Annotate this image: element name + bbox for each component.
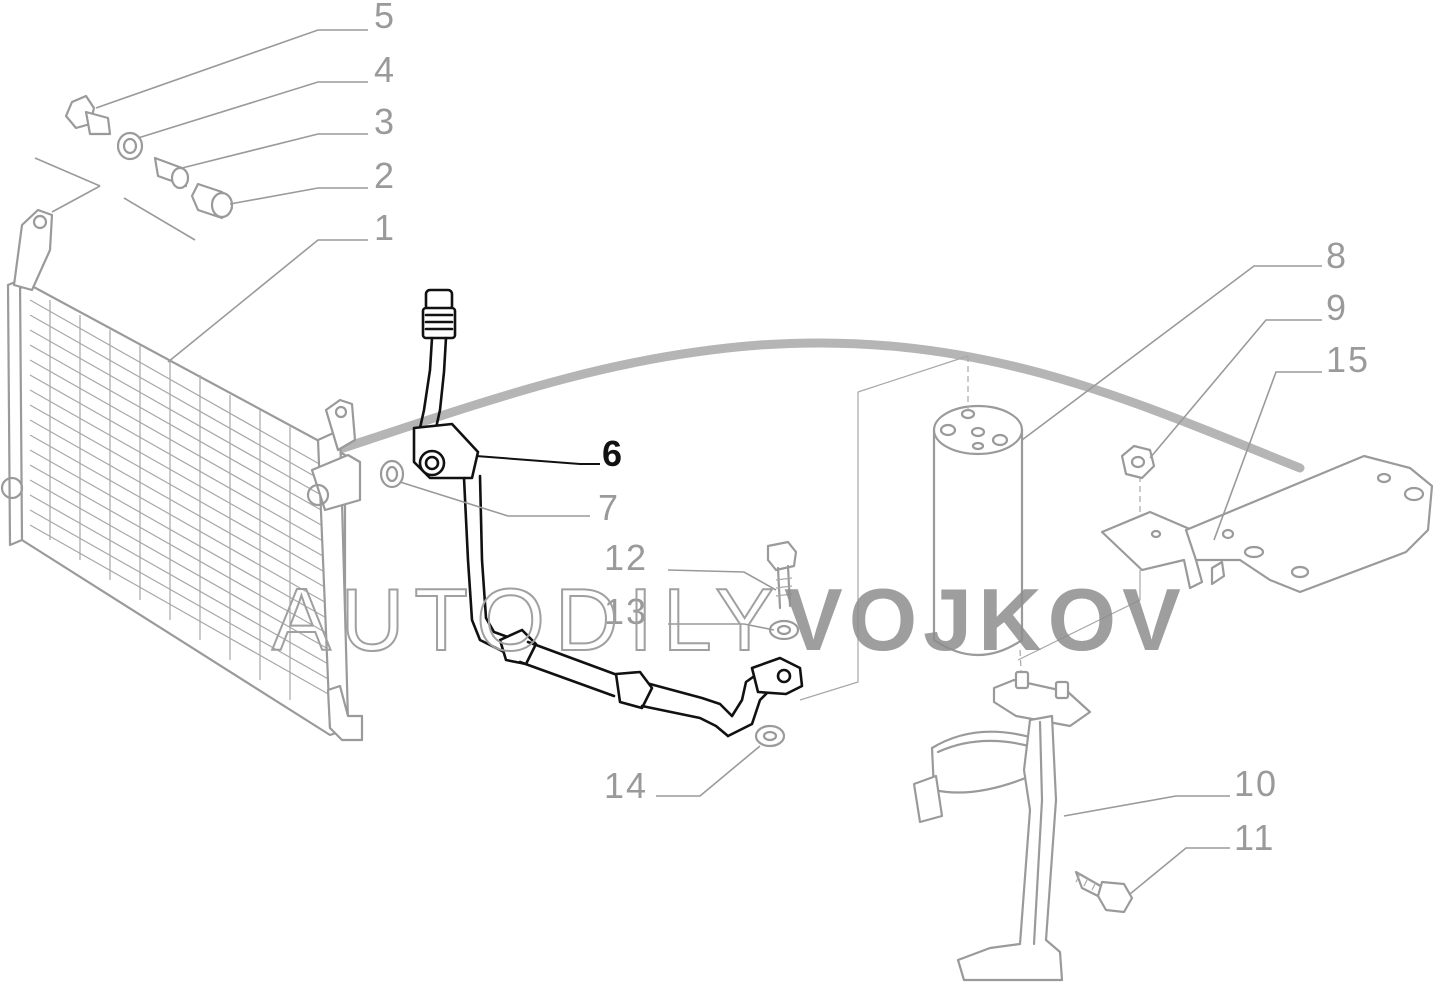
o-ring-7 bbox=[379, 459, 405, 489]
bolt-12-washer-13 bbox=[766, 540, 800, 641]
condenser bbox=[0, 157, 364, 742]
label-14: 14 bbox=[604, 765, 648, 806]
label-7: 7 bbox=[598, 487, 620, 528]
ac-pipe-part-6 bbox=[412, 288, 804, 738]
receiver-drier bbox=[932, 404, 1024, 656]
label-3: 3 bbox=[374, 101, 396, 142]
label-9: 9 bbox=[1326, 287, 1348, 328]
nut-9 bbox=[1120, 444, 1156, 480]
watermark: AUTODILY VOJKOV bbox=[271, 569, 1187, 670]
watermark-bold-text: VOJKOV bbox=[784, 570, 1187, 669]
watermark-swoosh bbox=[135, 338, 1305, 517]
label-8: 8 bbox=[1326, 235, 1348, 276]
mounting-hardware bbox=[64, 94, 234, 220]
label-13: 13 bbox=[604, 591, 648, 632]
bracket-15 bbox=[1100, 454, 1434, 594]
leader-lines bbox=[95, 29, 1322, 895]
label-11: 11 bbox=[1234, 817, 1275, 858]
bolt-11 bbox=[1074, 870, 1134, 914]
label-4: 4 bbox=[374, 49, 396, 90]
label-12: 12 bbox=[604, 537, 648, 578]
label-10: 10 bbox=[1234, 763, 1278, 804]
label-5: 5 bbox=[374, 0, 396, 36]
label-15: 15 bbox=[1326, 339, 1370, 380]
washer-14 bbox=[754, 724, 786, 748]
label-2: 2 bbox=[374, 155, 396, 196]
watermark-light-text: AUTODILY bbox=[272, 570, 784, 669]
part-number-labels: 5 4 3 2 1 6 7 12 13 14 8 9 15 10 11 bbox=[374, 0, 1370, 858]
label-1: 1 bbox=[374, 207, 396, 248]
clamp-bracket-10 bbox=[912, 670, 1092, 982]
label-6: 6 bbox=[602, 433, 622, 474]
